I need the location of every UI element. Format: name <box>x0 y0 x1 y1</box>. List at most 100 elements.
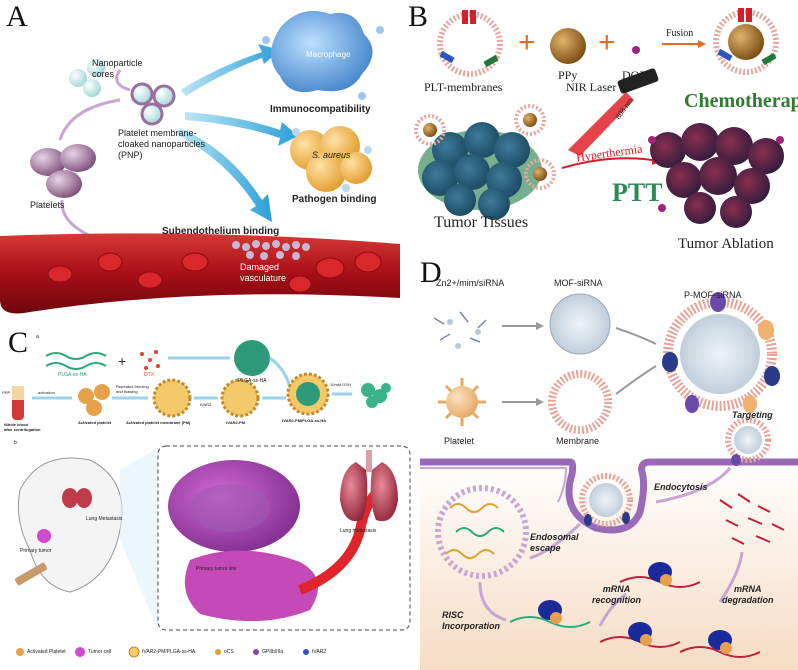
blood-vessel <box>0 233 400 314</box>
lung-metastasis-label: Lung Metastasis <box>86 516 123 522</box>
activation-label: activation <box>38 390 55 395</box>
final-particle-label: tVAR2-PM/PLGA-ss-HA <box>282 418 327 423</box>
panel-d-art <box>420 292 798 670</box>
syringe <box>15 562 47 586</box>
zn-mim-sirna-mix <box>433 311 487 343</box>
nanoparticle-cores-label: Nanoparticle cores <box>92 58 143 79</box>
repeated-freezing-label: Repeated freezing and thawing <box>116 384 149 394</box>
laser-beam <box>568 92 634 156</box>
prp-label: PRP <box>2 390 11 395</box>
tumor-ablation-tissue <box>648 123 784 228</box>
svg-text:+: + <box>118 353 126 369</box>
red-blood-cells <box>47 251 382 293</box>
endosomal-escape-label: Endosomal escape <box>530 532 579 553</box>
subendothelium-label: Subendothelium binding <box>162 226 280 237</box>
s-aureus-cluster <box>290 126 372 192</box>
panel-a-label: A <box>6 0 28 33</box>
mof-sirna-label: MOF-siRNA <box>554 278 603 288</box>
arrow-platelet-to-pnp <box>58 98 121 141</box>
p-mof-sirna-particle <box>662 292 780 413</box>
pathogen-binding-label: Pathogen binding <box>292 194 377 205</box>
panel-b: + + <box>400 0 798 262</box>
legend-ocs: oCS <box>224 649 234 655</box>
arrow-to-vasculature <box>176 128 272 222</box>
mrna-fragments <box>719 493 785 545</box>
arrow-recognition <box>598 592 627 627</box>
dox-molecule <box>632 46 640 54</box>
membrane-label: Membrane <box>556 436 600 446</box>
polymer-strand <box>45 362 107 370</box>
tvar2-label: tVAR2 <box>200 402 212 407</box>
tvar2-pm <box>220 378 260 418</box>
legend-gpiib: GPIIb/IIIa <box>262 649 284 655</box>
released-particles <box>361 383 391 408</box>
membrane-vesicle <box>548 370 612 434</box>
apm-label: Activated platelet membrane (PM) <box>126 420 191 425</box>
pnp-particles <box>130 82 176 126</box>
whole-blood-label: Whole blood after centrifugation <box>4 422 41 432</box>
primary-tumor-label: Primary tumor <box>20 548 52 554</box>
risc-complexes <box>509 562 761 658</box>
s-aureus-label: S. aureus <box>312 150 351 160</box>
panel-b-art: + + <box>414 8 784 228</box>
arrow-degradation <box>718 551 744 603</box>
macrophage-label: Macrophage <box>306 50 351 59</box>
targeting-particle <box>725 417 771 466</box>
cell-membrane <box>420 458 798 534</box>
nir-laser-label: NIR Laser <box>566 80 617 94</box>
dox-label: DOX <box>622 68 648 82</box>
damaged-vasculature-label: Damaged vasculature <box>240 262 287 283</box>
nanoparticle-core <box>69 69 87 87</box>
vasculature-particles <box>232 240 310 260</box>
plus-sign: + <box>518 26 536 59</box>
mouse-illustration <box>17 457 123 593</box>
legend-tumor-cell: Tumor cell <box>88 649 112 655</box>
polymer-strand <box>45 352 107 360</box>
panel-b-label: B <box>408 0 429 33</box>
arrow-escape <box>529 522 582 560</box>
dtx-molecules <box>140 350 160 370</box>
arrow-endocytosis <box>655 467 732 504</box>
legend-tvar2: tVAR2 <box>312 649 327 655</box>
arrow-core-to-pnp <box>115 69 131 92</box>
plt-membrane-vesicle <box>437 10 503 77</box>
mof-sirna-particle <box>549 293 611 355</box>
legend-icons <box>16 646 309 658</box>
plga-ss-ha-label: PLGA-ss-HA <box>58 372 87 378</box>
endosomal-escape-vesicle <box>435 485 529 579</box>
plga-ss-ha-particle <box>234 340 270 376</box>
panel-c-label: C <box>8 330 29 359</box>
plt-membranes-label: PLT-membranes <box>424 80 503 94</box>
platelet-particle <box>438 378 486 426</box>
nanoparticles-on-tumor <box>414 104 556 190</box>
panel-d: D Zn2+/mim/siRNA MOF-siRNA P-MOF-siRNA P… <box>420 262 798 670</box>
ppy-particle <box>550 28 586 64</box>
fusion-label: Fusion <box>666 28 694 39</box>
dtx-label: DTX <box>144 372 154 378</box>
hyperthermia-arrow <box>561 157 653 169</box>
nanoparticle-core <box>87 59 105 77</box>
ppy-label: PPy <box>558 68 578 82</box>
panel-d-label: D <box>420 262 442 289</box>
sub-label-a: a <box>36 334 39 340</box>
mrna-recognition-label: mRNA recognition <box>592 584 641 605</box>
plga-ss-ha-particle-label: PLGA-ss-HA <box>238 378 267 384</box>
pnp-label: Platelet membrane- cloaked nanoparticles… <box>118 128 206 160</box>
chemotherapy-label: Chemotherapy <box>684 90 798 112</box>
ptt-label: PTT <box>612 178 663 207</box>
activated-platelet-label: Activated platelet <box>78 420 112 425</box>
laser-pointer <box>617 68 659 94</box>
primary-tumor-site <box>184 550 318 622</box>
zoom-callout-box <box>157 445 411 631</box>
tvar2-pm-label: tVAR2-PM <box>226 420 246 425</box>
panel-a: A Nanoparticle cores Platelet membrane- … <box>0 0 400 330</box>
panel-a-art <box>0 11 400 314</box>
activated-platelets <box>78 384 110 416</box>
tumor-tissue <box>418 122 542 220</box>
platelet-cluster <box>30 144 96 198</box>
activated-platelet-membrane <box>152 378 192 418</box>
legend-activated-platelet: Activated Platelet <box>27 649 66 655</box>
endosome-particle <box>579 473 633 527</box>
macrophage-cell <box>271 11 373 93</box>
panel-c: + <box>0 330 420 670</box>
